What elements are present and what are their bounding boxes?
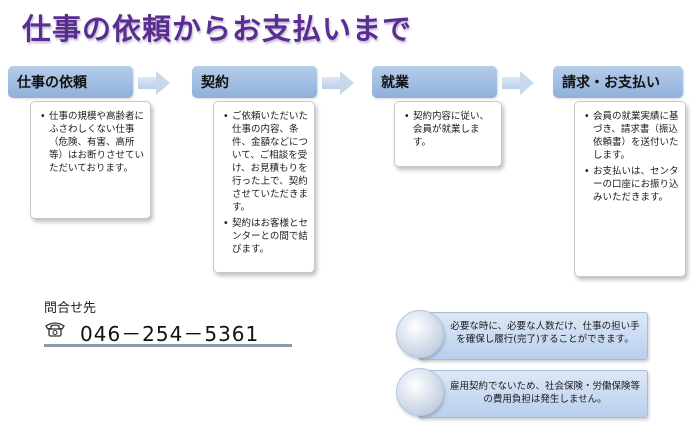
step-header-contract: 契約: [192, 66, 317, 98]
list-item: お支払いは、センターの口座にお振り込みいただきます。: [584, 165, 679, 204]
note-flexible-staffing: 必要な時に、必要な人数だけ、仕事の担い手を確保し履行(完了)することができます。: [396, 310, 650, 362]
step-header-work: 就業: [372, 66, 497, 98]
contact-label: 問合せ先: [44, 301, 97, 316]
page-title: 仕事の依頼からお支払いまで: [22, 12, 413, 46]
list-item: ご依頼いただいた仕事の内容、条件、金額などについて、ご相談を受け、お見積もりを行…: [223, 110, 308, 214]
step-header-billing: 請求・お支払い: [553, 66, 683, 98]
step-card-billing: 会員の就業実績に基づき、請求書（振込依頼書）を送付いたします。 お支払いは、セン…: [574, 101, 686, 277]
step-card-request: 仕事の規模や高齢者にふさわしくない仕事（危険、有害、高所等）はお断りさせていただ…: [30, 101, 151, 219]
list-item: 仕事の規模や高齢者にふさわしくない仕事（危険、有害、高所等）はお断りさせていただ…: [40, 110, 144, 175]
list-item: 契約はお客様とセンターとの間で結びます。: [223, 217, 308, 256]
step-card-work: 契約内容に従い、会員が就業します。: [394, 101, 502, 167]
circle-bullet-icon: [396, 368, 444, 416]
note-no-insurance-cost: 雇用契約でないため、社会保険・労働保険等の費用負担は発生しません。: [396, 368, 650, 420]
circle-bullet-icon: [396, 310, 444, 358]
contact-phone-number[interactable]: 046－254－5361: [80, 322, 260, 346]
telephone-icon: [45, 322, 65, 337]
step-card-contract: ご依頼いただいた仕事の内容、条件、金額などについて、ご相談を受け、お見積もりを行…: [213, 101, 315, 273]
contact-phone-row: 046－254－5361: [44, 318, 292, 347]
note-text: 雇用契約でないため、社会保険・労働保険等の費用負担は発生しません。: [418, 370, 648, 418]
list-item: 会員の就業実績に基づき、請求書（振込依頼書）を送付いたします。: [584, 110, 679, 162]
step-header-request: 仕事の依頼: [8, 66, 133, 98]
list-item: 契約内容に従い、会員が就業します。: [404, 110, 495, 149]
note-text: 必要な時に、必要な人数だけ、仕事の担い手を確保し履行(完了)することができます。: [418, 312, 648, 360]
